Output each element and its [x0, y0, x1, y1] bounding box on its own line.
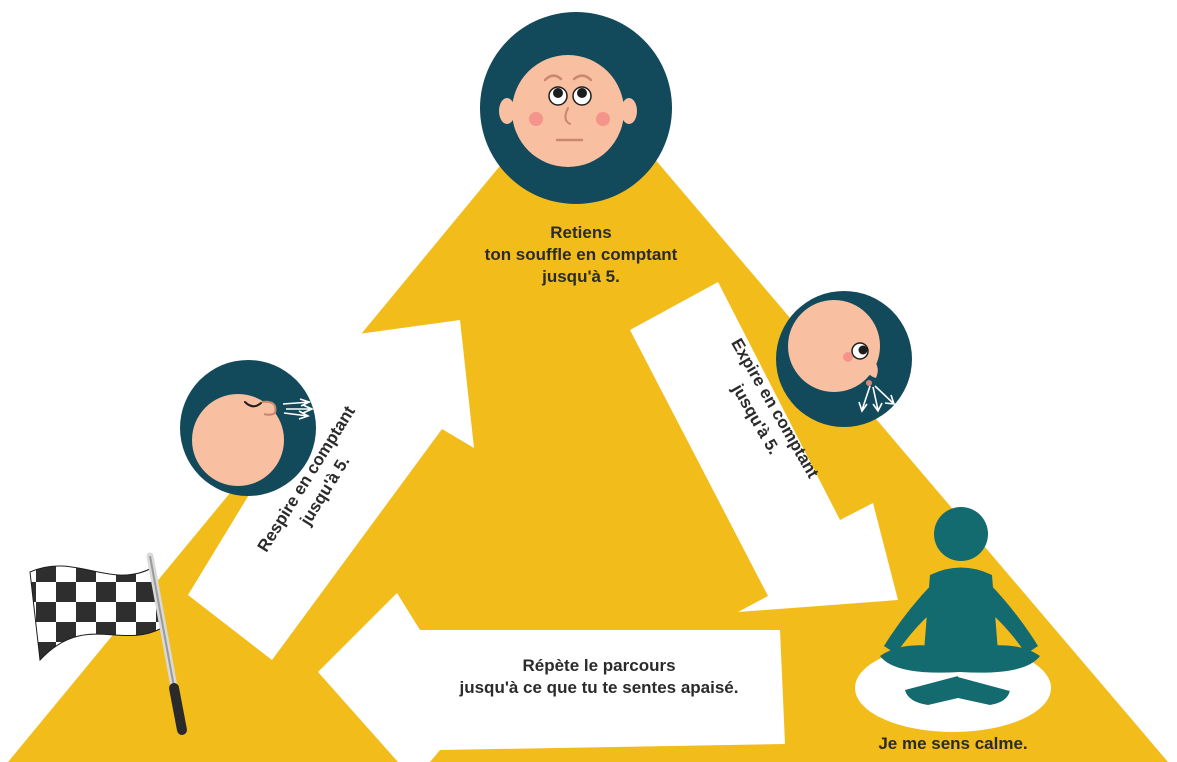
face-inhaling-icon — [180, 360, 316, 496]
exhale-arrow — [630, 282, 898, 612]
calm-label: Je me sens calme. — [878, 734, 1028, 753]
checkered-flag-icon — [29, 552, 187, 735]
repeat-label: Répète le parcours jusqu'à ce que tu te … — [418, 655, 780, 699]
inhale-arrow — [188, 320, 474, 660]
hold-line-3: jusqu'à 5. — [542, 267, 620, 286]
face-exhaling-icon — [776, 291, 912, 427]
meditating-person-icon — [855, 507, 1051, 732]
repeat-line-2: jusqu'à ce que tu te sentes apaisé. — [459, 678, 739, 697]
repeat-line-1: Répète le parcours — [522, 656, 676, 675]
hold-line-2: ton souffle en comptant — [484, 245, 678, 264]
face-holding-breath-icon — [480, 12, 672, 204]
hold-line-1: Retiens — [550, 223, 612, 242]
hold-breath-label: Retiens ton souffle en comptant jusqu'à … — [450, 222, 712, 288]
repeat-arrow — [318, 593, 785, 762]
